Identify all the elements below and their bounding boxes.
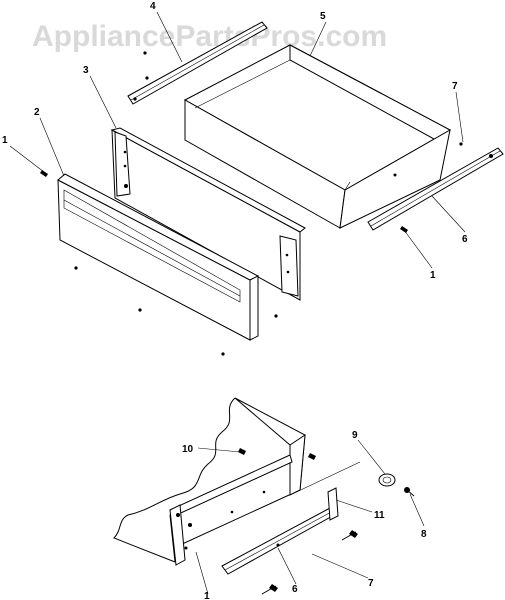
- callout-10: 10: [182, 444, 194, 455]
- leader-lines: [9, 11, 466, 595]
- callout-7-bottom: 7: [368, 578, 374, 589]
- screw-top-right: [400, 226, 408, 233]
- bottom-slide-rail: [221, 487, 339, 575]
- callout-2: 2: [34, 107, 40, 118]
- grommet: [378, 473, 396, 487]
- callout-5: 5: [320, 11, 326, 22]
- screw-part-8: [404, 487, 415, 497]
- screw-bottom-3: [341, 530, 358, 541]
- callout-3: 3: [83, 65, 89, 76]
- callout-1-left: 1: [2, 135, 8, 146]
- screw-bottom-2: [308, 453, 316, 460]
- callout-1-bottom: 1: [204, 591, 210, 600]
- drawer-front-panel: [57, 173, 278, 356]
- screw-bottom-1: [238, 448, 246, 455]
- callout-1-mid: 1: [430, 270, 436, 281]
- callout-6-bottom: 6: [292, 584, 298, 595]
- drawer-front-inner-panel: [110, 127, 306, 301]
- callout-9: 9: [352, 430, 358, 441]
- screw-bottom-4: [261, 584, 278, 595]
- callout-4: 4: [150, 1, 156, 12]
- callout-6-top: 6: [462, 234, 468, 245]
- top-slide-rail: [127, 21, 268, 105]
- screw-top-left: [40, 170, 48, 177]
- watermark: AppliancePartsPros.com: [32, 20, 387, 53]
- right-slide-rail: [367, 142, 504, 231]
- drawer-pan: [183, 44, 452, 229]
- callout-11: 11: [374, 510, 385, 521]
- callout-8: 8: [421, 529, 427, 540]
- callout-7-top: 7: [452, 81, 458, 92]
- drawer-side-housing: [113, 397, 361, 566]
